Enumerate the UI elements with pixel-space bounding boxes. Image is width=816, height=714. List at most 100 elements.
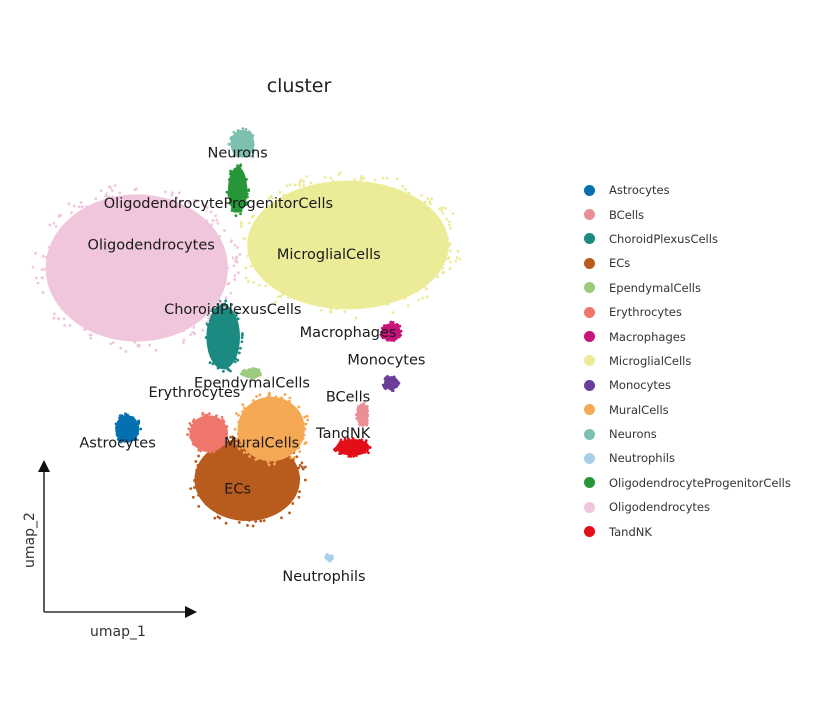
cell-point: [448, 220, 451, 224]
legend-marker-icon: [584, 233, 595, 245]
cell-point: [234, 169, 238, 172]
cell-point: [273, 462, 276, 466]
cell-point: [272, 397, 276, 401]
legend-marker-icon: [584, 184, 595, 196]
cell-point: [338, 440, 342, 444]
legend-item: BCells: [580, 202, 791, 226]
y-axis-arrow-icon: [38, 460, 50, 472]
cell-point: [249, 452, 253, 455]
cell-point: [241, 332, 244, 336]
cell-point: [68, 304, 72, 308]
cell-point: [54, 243, 57, 247]
cluster-macrophages: [379, 320, 403, 342]
cell-point: [148, 343, 152, 347]
cell-point: [66, 229, 70, 233]
cell-point: [200, 417, 204, 421]
cell-point: [283, 193, 286, 197]
cell-point: [243, 237, 247, 241]
cell-point: [190, 312, 194, 316]
cell-point: [103, 198, 107, 202]
cell-point: [456, 249, 460, 253]
cell-point: [188, 421, 192, 425]
cell-point: [381, 336, 385, 340]
cell-point: [425, 287, 428, 291]
cell-point: [197, 448, 201, 452]
cell-point: [298, 450, 301, 453]
cell-point: [237, 351, 241, 355]
cell-point: [205, 206, 209, 209]
cell-point: [343, 437, 347, 441]
cell-point: [277, 210, 280, 214]
cell-point: [208, 299, 211, 303]
cell-point: [219, 304, 223, 308]
cell-point: [245, 201, 249, 204]
cell-point: [94, 197, 98, 201]
legend-label: BCells: [609, 207, 645, 222]
cell-point: [233, 274, 237, 277]
cell-point: [247, 188, 251, 192]
cluster-choroid-plexus-cells: [204, 299, 244, 373]
cell-point: [241, 403, 245, 407]
cell-point: [110, 189, 114, 193]
cell-point: [242, 451, 246, 454]
cell-point: [329, 176, 333, 180]
legend-marker-icon: [584, 501, 595, 513]
cell-point: [186, 219, 189, 223]
cell-point: [451, 212, 455, 216]
cell-point: [340, 451, 343, 455]
cell-point: [143, 334, 147, 338]
cell-point: [204, 449, 208, 453]
cell-point: [391, 321, 395, 324]
cell-point: [234, 259, 238, 262]
cell-point: [414, 283, 417, 287]
cell-point: [291, 195, 294, 199]
cell-point: [297, 476, 301, 480]
cell-point: [199, 476, 202, 479]
cell-point: [384, 387, 387, 390]
cell-point: [89, 211, 92, 215]
cell-point: [189, 432, 193, 436]
cell-point: [289, 200, 293, 204]
cell-point: [391, 311, 395, 314]
cell-point: [282, 288, 286, 292]
cluster-erythrocytes: [186, 411, 229, 454]
cell-point: [104, 194, 108, 198]
cell-point: [217, 296, 221, 300]
cell-point: [454, 259, 458, 263]
cell-point: [224, 521, 228, 525]
cluster-label-ependymal-cells: EpendymalCells: [194, 376, 310, 392]
cell-point: [180, 199, 184, 203]
cell-point: [220, 364, 224, 368]
cell-point: [423, 272, 426, 276]
cell-point: [153, 333, 157, 337]
cell-point: [300, 438, 304, 442]
cell-point: [189, 487, 193, 491]
cell-point: [230, 209, 234, 213]
legend-label: Astrocytes: [609, 183, 670, 198]
cell-point: [208, 313, 212, 317]
cell-point: [303, 415, 307, 419]
cell-point: [224, 296, 228, 300]
x-axis-label: umap_1: [90, 624, 146, 640]
cell-point: [123, 329, 127, 333]
legend-item: Astrocytes: [580, 178, 791, 202]
cell-point: [197, 504, 201, 508]
cell-point: [205, 219, 209, 223]
cell-point: [170, 193, 174, 197]
cell-point: [187, 427, 191, 431]
cell-point: [414, 197, 418, 201]
cell-point: [351, 437, 355, 441]
cell-point: [212, 309, 216, 312]
cell-point: [171, 198, 175, 202]
cell-point: [223, 229, 226, 232]
cell-point: [57, 213, 61, 217]
cell-point: [170, 207, 173, 211]
cell-point: [212, 286, 216, 290]
cell-point: [423, 200, 427, 204]
cell-point: [35, 276, 38, 280]
cell-point: [366, 414, 370, 418]
cell-point: [95, 330, 98, 334]
cell-point: [264, 209, 268, 213]
cell-point: [267, 391, 271, 395]
cell-point: [215, 218, 219, 222]
